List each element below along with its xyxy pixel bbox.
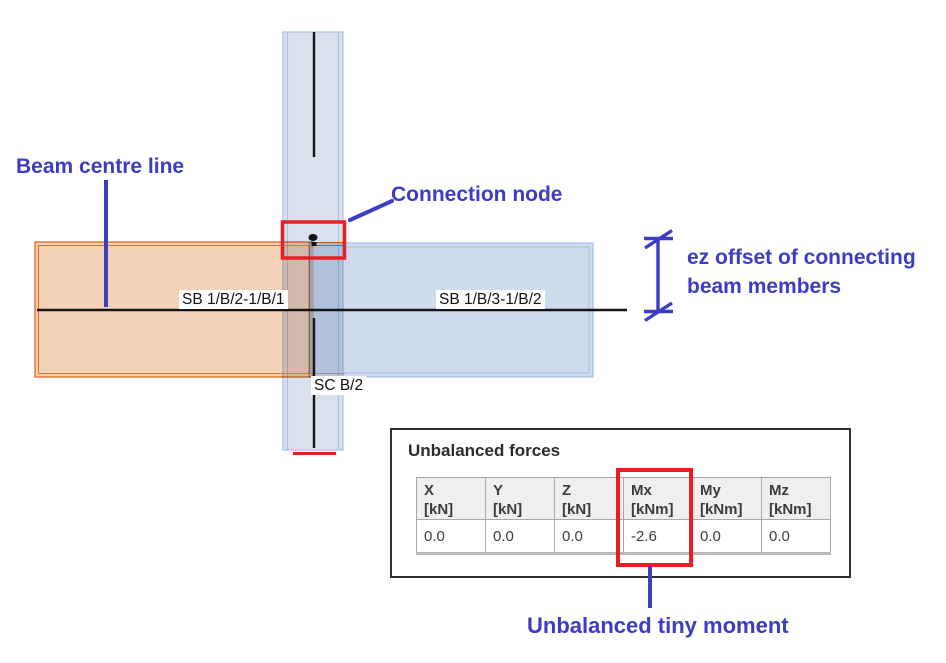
value-mz: 0.0 (761, 519, 831, 554)
unbalanced-moment-annotation: Unbalanced tiny moment (527, 613, 789, 638)
unbalanced-forces-panel: Unbalanced forces X [kN] Y [kN] Z [kN] M… (390, 428, 851, 578)
col-header-z: Z [kN] (554, 477, 624, 520)
col-header-mx-name: Mx (631, 482, 652, 499)
ez-offset-annotation-line2: beam members (687, 275, 842, 298)
col-header-mz-name: Mz (769, 482, 789, 499)
right-beam-label: SB 1/B/3-1/B/2 (436, 290, 545, 309)
forces-header-row: X [kN] Y [kN] Z [kN] Mx [kNm] My [kNm] (416, 477, 831, 520)
value-z: 0.0 (554, 519, 624, 554)
col-header-mz: Mz [kNm] (761, 477, 831, 520)
col-header-y-name: Y (493, 482, 504, 499)
col-header-mx-unit: [kNm] (631, 501, 674, 518)
connection-node-highlight-box (280, 220, 347, 260)
value-mx: -2.6 (623, 519, 693, 554)
connection-node-leader-line (348, 199, 394, 222)
value-my: 0.0 (692, 519, 762, 554)
col-header-x-name: X (424, 482, 435, 499)
ez-offset-annotation: ez offset of connecting beam members (687, 243, 916, 301)
col-header-y: Y [kN] (485, 477, 555, 520)
col-header-x: X [kN] (416, 477, 486, 520)
col-header-my: My [kNm] (692, 477, 762, 520)
connection-node-annotation: Connection node (391, 183, 563, 206)
ez-offset-dimension (644, 229, 673, 322)
ez-offset-annotation-line1: ez offset of connecting (687, 246, 916, 269)
value-y: 0.0 (485, 519, 555, 554)
col-header-my-name: My (700, 482, 721, 499)
connection-node-marker (308, 234, 318, 246)
col-header-mx: Mx [kNm] (623, 477, 693, 520)
column-label: SC B/2 (311, 376, 367, 395)
unbalanced-forces-table: X [kN] Y [kN] Z [kN] Mx [kNm] My [kNm] (416, 477, 831, 555)
forces-value-row: 0.0 0.0 0.0 -2.6 0.0 0.0 (416, 519, 831, 554)
col-header-my-unit: [kNm] (700, 501, 743, 518)
mx-annotation-connector-line (648, 566, 652, 608)
col-header-z-unit: [kN] (562, 501, 592, 518)
value-x: 0.0 (416, 519, 486, 554)
col-header-z-name: Z (562, 482, 572, 499)
left-beam-label: SB 1/B/2-1/B/1 (179, 290, 288, 309)
col-header-x-unit: [kN] (424, 501, 454, 518)
beam-centre-line-annotation: Beam centre line (16, 155, 185, 178)
col-header-mz-unit: [kNm] (769, 501, 812, 518)
col-header-y-unit: [kN] (493, 501, 523, 518)
panel-title: Unbalanced forces (408, 441, 561, 460)
